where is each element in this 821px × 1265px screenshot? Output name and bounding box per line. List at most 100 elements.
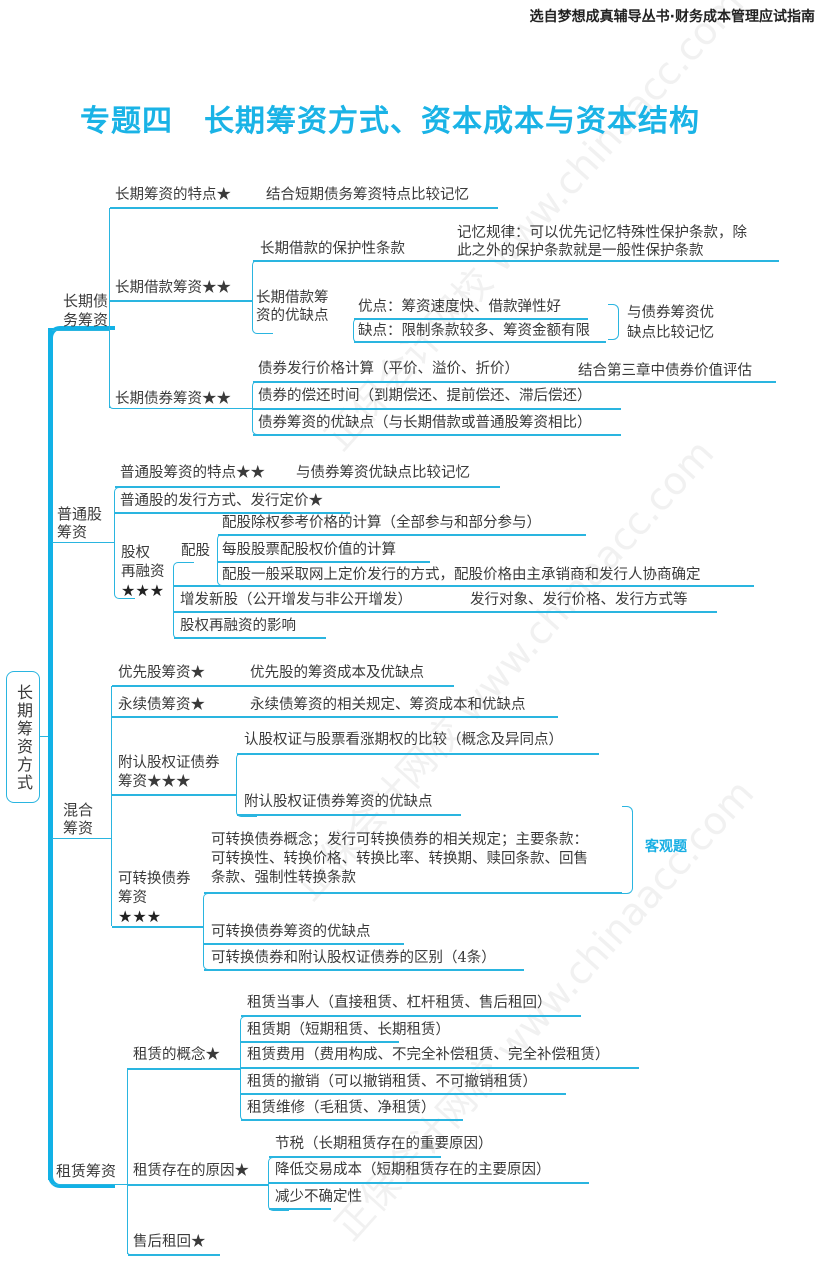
convertible-label-1: 可转换债券 bbox=[118, 871, 191, 887]
convertible-diff: 可转换债券和附认股权证债券的区别（4条） bbox=[211, 950, 496, 966]
convertible-stars: ★★★ bbox=[118, 907, 162, 926]
underline bbox=[253, 434, 621, 436]
underline bbox=[174, 585, 754, 587]
connector bbox=[52, 838, 112, 839]
bond-connector bbox=[109, 300, 253, 409]
underline bbox=[112, 685, 454, 687]
connector bbox=[39, 736, 49, 737]
main-trunk bbox=[48, 328, 113, 1180]
lease-reasons-label: 租赁存在的原因★ bbox=[133, 1163, 249, 1179]
underline bbox=[241, 1041, 399, 1043]
loan-cons: 缺点：限制条款较多、筹资金额有限 bbox=[358, 323, 590, 339]
convertible-concept-1: 可转换债券概念；发行可转换债券的相关规定；主要条款： bbox=[211, 832, 588, 848]
loan-compare-note-1: 与债券筹资优 bbox=[627, 305, 714, 321]
underline bbox=[269, 1208, 331, 1210]
underline bbox=[115, 512, 350, 514]
objective-question-tag: 客观题 bbox=[645, 839, 687, 855]
seo-label: 增发新股（公开增发与非公开增发） bbox=[180, 592, 412, 608]
rights-label: 配股 bbox=[181, 543, 210, 559]
underline bbox=[204, 892, 622, 894]
lease-concept-label: 租赁的概念★ bbox=[133, 1047, 220, 1063]
lease-reason-1: 节税（长期租赁存在的重要原因） bbox=[275, 1136, 493, 1152]
debt-feature-label: 长期筹资的特点★ bbox=[115, 187, 231, 203]
section-hybrid-label-1: 混合 bbox=[63, 801, 94, 819]
underline bbox=[112, 716, 558, 718]
rights-item-1: 配股除权参考价格的计算（全部参与和部分参与） bbox=[222, 515, 541, 531]
underline bbox=[237, 753, 599, 755]
perpetual-label: 永续债筹资★ bbox=[118, 697, 205, 713]
connector bbox=[52, 1184, 128, 1185]
underline bbox=[241, 1067, 639, 1069]
perpetual-note: 永续债筹资的相关规定、筹资成本和优缺点 bbox=[250, 697, 526, 713]
convertible-label-2: 筹资 bbox=[118, 890, 147, 906]
convertible-concept-2: 可转换性、转换价格、转换比率、转换期、赎回条款、回售 bbox=[211, 851, 588, 867]
connector bbox=[52, 542, 114, 543]
bond-price: 债券发行价格计算（平价、溢价、折价） bbox=[258, 361, 519, 377]
connector bbox=[52, 330, 110, 331]
underline bbox=[204, 969, 524, 971]
brace bbox=[622, 806, 633, 894]
section-hybrid-label-2: 筹资 bbox=[63, 819, 94, 837]
underline bbox=[112, 794, 236, 796]
refinance-label-1: 股权 bbox=[121, 545, 150, 561]
underline bbox=[128, 1068, 240, 1070]
equity-issue: 普通股的发行方式、发行定价★ bbox=[120, 493, 323, 509]
underline bbox=[204, 943, 404, 945]
covenant-note-2: 此之外的保护条款就是一般性保护条款 bbox=[457, 243, 704, 259]
saleback-connector bbox=[127, 1184, 130, 1255]
underline bbox=[218, 561, 430, 563]
trunk-bottom-curve bbox=[48, 1170, 115, 1188]
convertible-proscons: 可转换债券筹资的优缺点 bbox=[211, 924, 371, 940]
refinance-stars: ★★★ bbox=[121, 581, 165, 600]
underline bbox=[241, 1119, 463, 1121]
loan-label: 长期借款筹资★★ bbox=[115, 280, 231, 296]
bond-price-note: 结合第三章中债券价值评估 bbox=[578, 363, 752, 379]
convertible-concept-3: 条款、强制性转换条款 bbox=[211, 870, 356, 886]
underline bbox=[115, 486, 500, 488]
preferred-label: 优先股筹资★ bbox=[118, 665, 205, 681]
lease-reason-2: 降低交易成本（短期租赁存在的主要原因） bbox=[275, 1162, 551, 1178]
underline bbox=[174, 637, 326, 639]
underline bbox=[354, 341, 606, 343]
section-equity-label-2: 筹资 bbox=[57, 523, 88, 541]
underline bbox=[128, 1254, 220, 1256]
loan-pros: 优点：筹资速度快、借款弹性好 bbox=[358, 299, 561, 315]
underline bbox=[269, 1182, 589, 1184]
loan-proscons-label-2: 资的优缺点 bbox=[256, 308, 329, 324]
lease-concept-item-2: 租赁期（短期租赁、长期租赁） bbox=[247, 1022, 450, 1038]
underline bbox=[241, 1093, 566, 1095]
lease-reason-3: 减少不确定性 bbox=[275, 1189, 362, 1205]
seo-note: 发行对象、发行价格、发行方式等 bbox=[470, 592, 688, 608]
root-label: 长期筹资方式 bbox=[14, 684, 33, 792]
section-lease-label: 租赁筹资 bbox=[56, 1162, 117, 1180]
page-title: 专题四 长期筹资方式、资本成本与资本结构 bbox=[80, 104, 700, 139]
warrant-label-2: 筹资★★★ bbox=[118, 774, 191, 790]
underline bbox=[253, 260, 779, 262]
lease-concept-item-4: 租赁的撤销（可以撤销租赁、不可撤销租赁） bbox=[247, 1074, 537, 1090]
preferred-note: 优先股的筹资成本及优缺点 bbox=[250, 665, 424, 681]
refinance-impact: 股权再融资的影响 bbox=[180, 618, 296, 634]
warrant-label-1: 附认股权证债券 bbox=[118, 755, 220, 771]
equity-feature-label: 普通股筹资的特点★★ bbox=[120, 465, 265, 481]
covenant-note-1: 记忆规律：可以优先记忆特殊性保护条款，除 bbox=[457, 225, 747, 241]
debt-feature-note: 结合短期债务筹资特点比较记忆 bbox=[266, 187, 469, 203]
underline bbox=[241, 1015, 581, 1017]
lease-concept-item-3: 租赁费用（费用构成、不完全补偿租赁、完全补偿租赁） bbox=[247, 1047, 610, 1063]
saleback-label: 售后租回★ bbox=[133, 1234, 206, 1250]
trunk-top-curve bbox=[48, 326, 115, 346]
loan-proscons-label-1: 长期借款筹 bbox=[256, 290, 329, 306]
lease-branch-line bbox=[127, 1068, 128, 1254]
underline bbox=[253, 408, 621, 410]
hybrid-branch-line bbox=[111, 686, 112, 926]
lease-concept-item-5: 租赁维修（毛租赁、净租赁） bbox=[247, 1100, 436, 1116]
bond-label: 长期债券筹资★★ bbox=[115, 391, 231, 407]
underline bbox=[110, 300, 252, 302]
underline bbox=[174, 611, 717, 613]
refinance-label-2: 再融资 bbox=[121, 564, 165, 580]
underline bbox=[269, 1156, 441, 1158]
rights-item-2: 每股股票配股权价值的计算 bbox=[222, 542, 396, 558]
equity-feature-note: 与债券筹资优缺点比较记忆 bbox=[296, 465, 470, 481]
root-node: 长期筹资方式 bbox=[6, 671, 40, 803]
underline bbox=[218, 534, 586, 536]
covenant-label: 长期借款的保护性条款 bbox=[260, 241, 405, 257]
